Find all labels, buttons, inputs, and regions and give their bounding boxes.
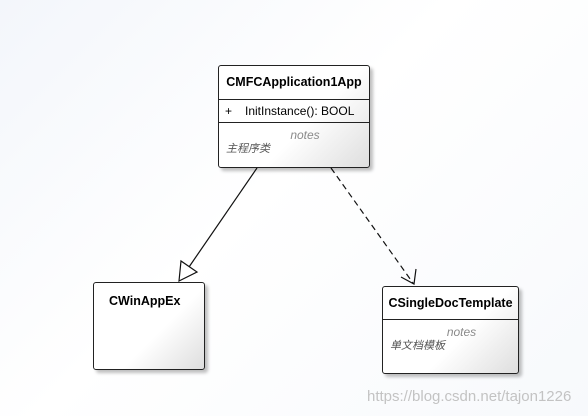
notes-label: notes: [290, 128, 320, 142]
operation-signature: InitInstance(): BOOL: [245, 104, 355, 118]
dependency-arrowhead: [400, 268, 417, 285]
generalization-edge[interactable]: [178, 167, 258, 283]
visibility-marker: +: [225, 104, 233, 118]
operation-row[interactable]: + InitInstance(): BOOL: [219, 100, 369, 122]
class-csingledoctemplate[interactable]: CSingleDocTemplate notes 单文档模板: [382, 286, 519, 374]
generalization-arrowhead: [178, 259, 199, 283]
notes-text: 主程序类: [226, 143, 270, 155]
operations-compartment: + InitInstance(): BOOL: [219, 99, 369, 122]
class-name: CWinAppEx: [109, 294, 181, 308]
notes-compartment: notes 单文档模板: [383, 319, 518, 353]
generalization-line: [188, 167, 258, 268]
class-name: CMFCApplication1App: [226, 75, 362, 89]
notes-text: 单文档模板: [390, 340, 445, 352]
class-cmfcapplication1app[interactable]: CMFCApplication1App + InitInstance(): BO…: [218, 65, 370, 168]
class-cwinappex[interactable]: CWinAppEx: [93, 282, 205, 370]
dependency-line: [330, 167, 414, 284]
notes-compartment: notes 主程序类: [219, 122, 369, 156]
class-name: CSingleDocTemplate: [388, 296, 513, 310]
notes-label: notes: [446, 325, 477, 339]
watermark: https://blog.csdn.net/tajon1226: [367, 388, 572, 405]
dependency-edge[interactable]: [330, 167, 417, 285]
